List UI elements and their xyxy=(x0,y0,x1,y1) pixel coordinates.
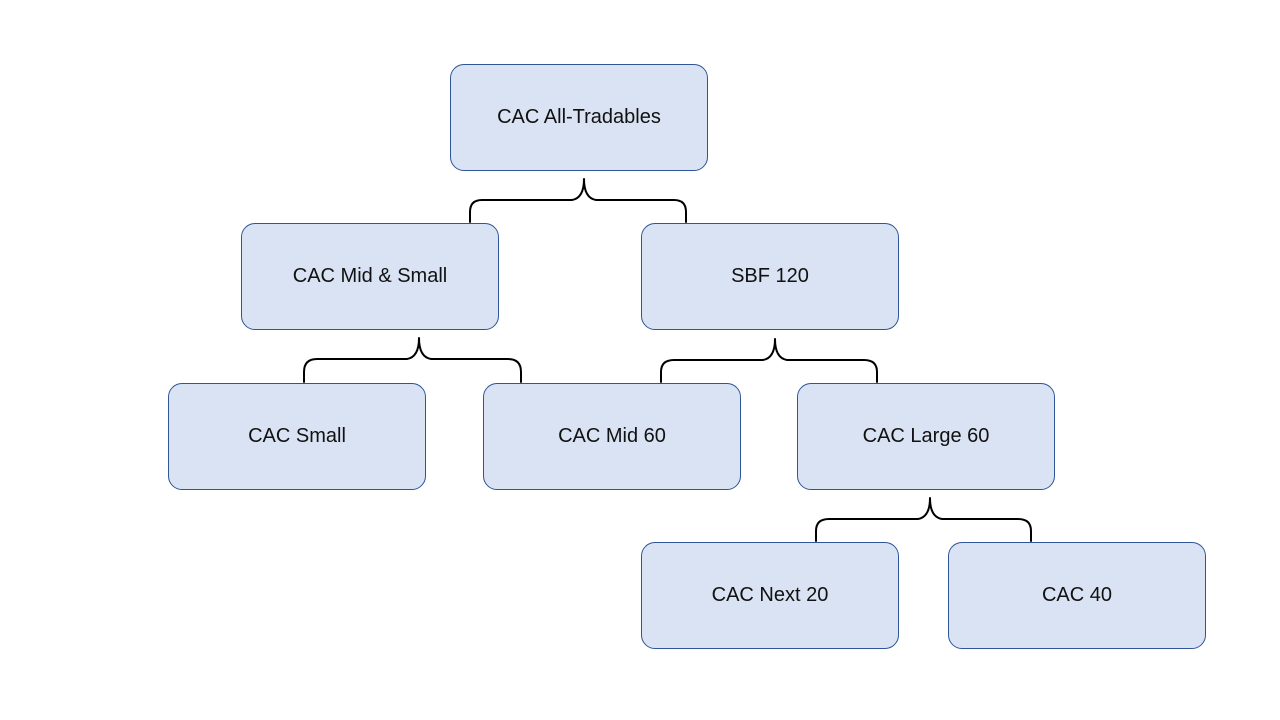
brace-connector-root xyxy=(469,178,687,223)
brace-connector-large60 xyxy=(815,497,1032,542)
node-label: CAC All-Tradables xyxy=(497,106,661,128)
brace-connector-sbf120 xyxy=(660,338,878,383)
node-label: CAC 40 xyxy=(1041,584,1113,606)
node-cac-large-60: CAC Large 60 xyxy=(797,383,1055,490)
node-cac-40: CAC 40 xyxy=(948,542,1206,649)
node-label: CAC Mid & Small xyxy=(292,265,448,287)
node-cac-mid-small: CAC Mid & Small xyxy=(241,223,499,330)
node-cac-all-tradables: CAC All-Tradables xyxy=(450,64,708,171)
brace-connector-mid-small xyxy=(303,337,522,383)
node-cac-small: CAC Small xyxy=(168,383,426,490)
node-label: CAC Next 20 xyxy=(711,584,829,606)
node-label: CAC Large 60 xyxy=(862,425,990,447)
node-cac-next-20: CAC Next 20 xyxy=(641,542,899,649)
node-label: CAC Small xyxy=(248,425,346,447)
node-sbf-120: SBF 120 xyxy=(641,223,899,330)
node-cac-mid-60: CAC Mid 60 xyxy=(483,383,741,490)
node-label: CAC Mid 60 xyxy=(558,425,666,447)
node-label: SBF 120 xyxy=(731,265,809,287)
